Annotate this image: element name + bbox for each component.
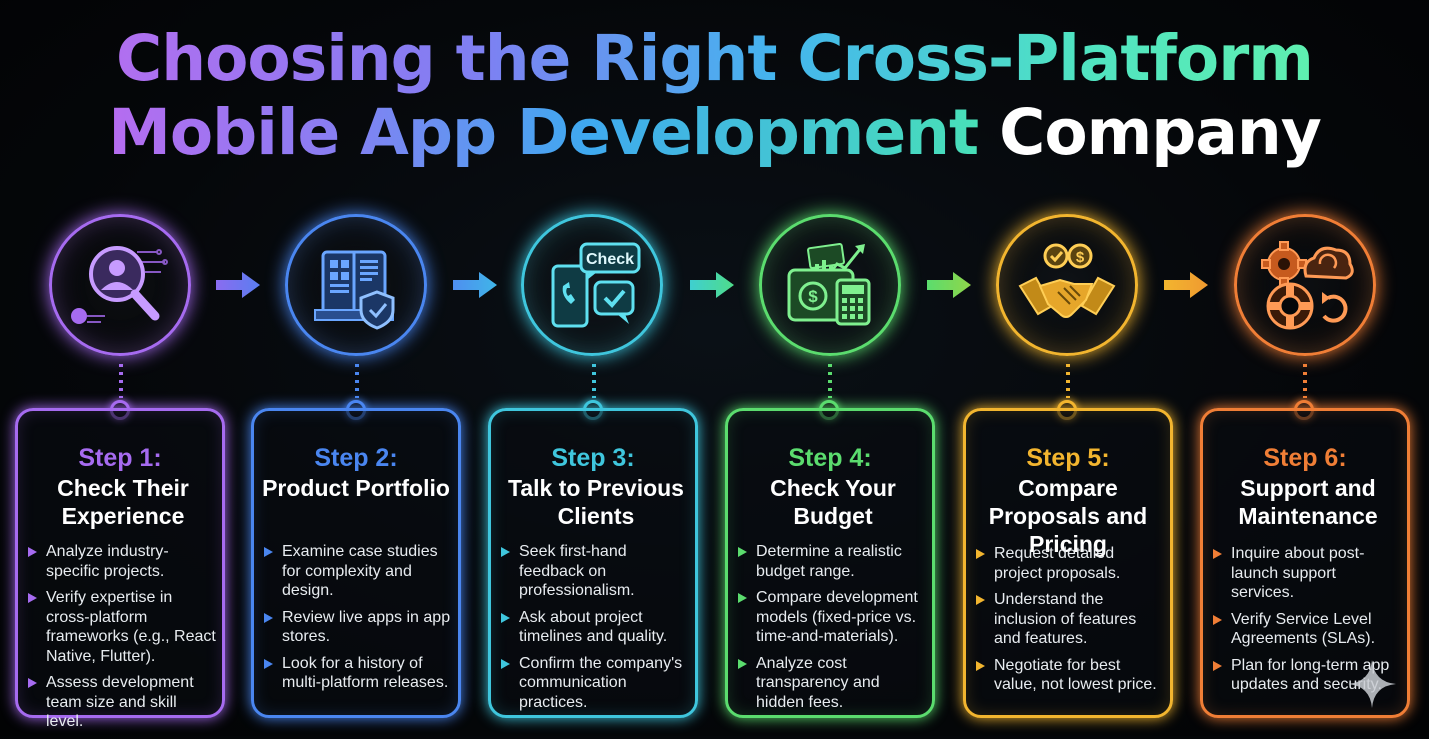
- list-item: Plan for long-term app updates and secur…: [1211, 656, 1403, 695]
- step-1-icon-circle: [49, 214, 191, 356]
- phone-chat-icon: Check: [551, 242, 641, 328]
- step-4-icon-circle: $: [759, 214, 901, 356]
- gear-cloud-lifebuoy-icon: [1261, 241, 1354, 330]
- step-2-label: Step 2:: [314, 444, 398, 472]
- list-item: Seek first-hand feedback on professional…: [499, 542, 691, 601]
- step-2-title: Product Portfolio: [262, 475, 450, 501]
- step-3-bullets: Seek first-hand feedback on professional…: [499, 542, 691, 719]
- step-6-icon-circle: [1234, 214, 1376, 356]
- step-5-bullets: Request detailed project proposals. Unde…: [974, 544, 1166, 702]
- step-1-label: Step 1:: [78, 444, 162, 472]
- list-item: Verify expertise in cross-platform frame…: [26, 588, 218, 666]
- page-title-line-1: Choosing the Right Cross-Platform: [0, 24, 1429, 94]
- svg-text:$: $: [808, 287, 818, 306]
- step-1-title: Check Their Experience: [57, 475, 189, 529]
- list-item: Ask about project timelines and quality.: [499, 608, 691, 647]
- step-6-bullets: Inquire about post-launch support servic…: [1211, 544, 1403, 702]
- step-3-connector: [592, 364, 596, 398]
- step-4-label: Step 4:: [788, 444, 872, 472]
- arrow-right-icon: [1164, 272, 1208, 298]
- list-item: Request detailed project proposals.: [974, 544, 1166, 583]
- list-item: Determine a realistic budget range.: [736, 542, 928, 581]
- step-4-connector: [828, 364, 832, 398]
- step-3-card: Step 3: Talk to Previous Clients Seek fi…: [488, 408, 698, 718]
- step-3-label: Step 3:: [551, 444, 635, 472]
- step-6-card: Step 6: Support and Maintenance Inquire …: [1200, 408, 1410, 718]
- list-item: Examine case studies for complexity and …: [262, 542, 454, 601]
- page-title-line-2: Mobile App Development Company: [0, 98, 1429, 168]
- step-5-icon-circle: $: [996, 214, 1138, 356]
- step-5-connector: [1066, 364, 1070, 398]
- step-2-connector: [355, 364, 359, 398]
- list-item: Analyze cost transparency and hidden fee…: [736, 654, 928, 713]
- list-item: Negotiate for best value, not lowest pri…: [974, 656, 1166, 695]
- step-5-label: Step 5:: [1026, 444, 1110, 472]
- handshake-icon: $: [1018, 243, 1116, 318]
- step-4-card: Step 4: Check Your Budget Determine a re…: [725, 408, 935, 718]
- arrow-right-icon: [216, 272, 260, 298]
- title-line-1-text: Choosing the Right Cross-Platform: [116, 22, 1314, 95]
- step-4-bullets: Determine a realistic budget range. Comp…: [736, 542, 928, 719]
- step-4-title: Check Your Budget: [770, 475, 896, 529]
- step-5-title: Compare Proposals and Pricing: [988, 475, 1148, 557]
- list-item: Confirm the company's communication prac…: [499, 654, 691, 713]
- step-5-card: Step 5: Compare Proposals and Pricing Re…: [963, 408, 1173, 718]
- wallet-calculator-icon: $: [787, 242, 871, 326]
- step-6-title: Support and Maintenance: [1238, 475, 1378, 529]
- list-item: Review live apps in app stores.: [262, 608, 454, 647]
- step-3-title: Talk to Previous Clients: [508, 475, 684, 529]
- list-item: Assess development team size and skill l…: [26, 673, 218, 732]
- title-line-2-gradient-text: Mobile App Development: [108, 96, 979, 169]
- step-1-card: Step 1: Check Their Experience Analyze i…: [15, 408, 225, 730]
- sparkle-icon: [1348, 660, 1396, 708]
- svg-text:$: $: [1076, 249, 1085, 266]
- step-1-connector: [119, 364, 123, 398]
- step-2-bullets: Examine case studies for complexity and …: [262, 542, 454, 700]
- portfolio-shield-icon: [314, 250, 395, 330]
- step-2-card: Step 2: Product Portfolio Examine case s…: [251, 408, 461, 718]
- list-item: Understand the inclusion of features and…: [974, 590, 1166, 649]
- magnifier-person-icon: [71, 246, 168, 324]
- list-item: Compare development models (fixed-price …: [736, 588, 928, 647]
- arrow-right-icon: [690, 272, 734, 298]
- step-6-connector: [1303, 364, 1307, 398]
- list-item: Inquire about post-launch support servic…: [1211, 544, 1403, 603]
- step-1-bullets: Analyze industry-specific projects. Veri…: [26, 542, 218, 739]
- arrow-right-icon: [453, 272, 497, 298]
- step-2-icon-circle: [285, 214, 427, 356]
- step-6-label: Step 6:: [1263, 444, 1347, 472]
- title-line-2-white-text: Company: [999, 96, 1322, 169]
- list-item: Analyze industry-specific projects.: [26, 542, 218, 581]
- step-3-icon-circle: Check: [521, 214, 663, 356]
- svg-text:Check: Check: [586, 251, 634, 268]
- list-item: Look for a history of multi-platform rel…: [262, 654, 454, 693]
- list-item: Verify Service Level Agreements (SLAs).: [1211, 610, 1403, 649]
- arrow-right-icon: [927, 272, 971, 298]
